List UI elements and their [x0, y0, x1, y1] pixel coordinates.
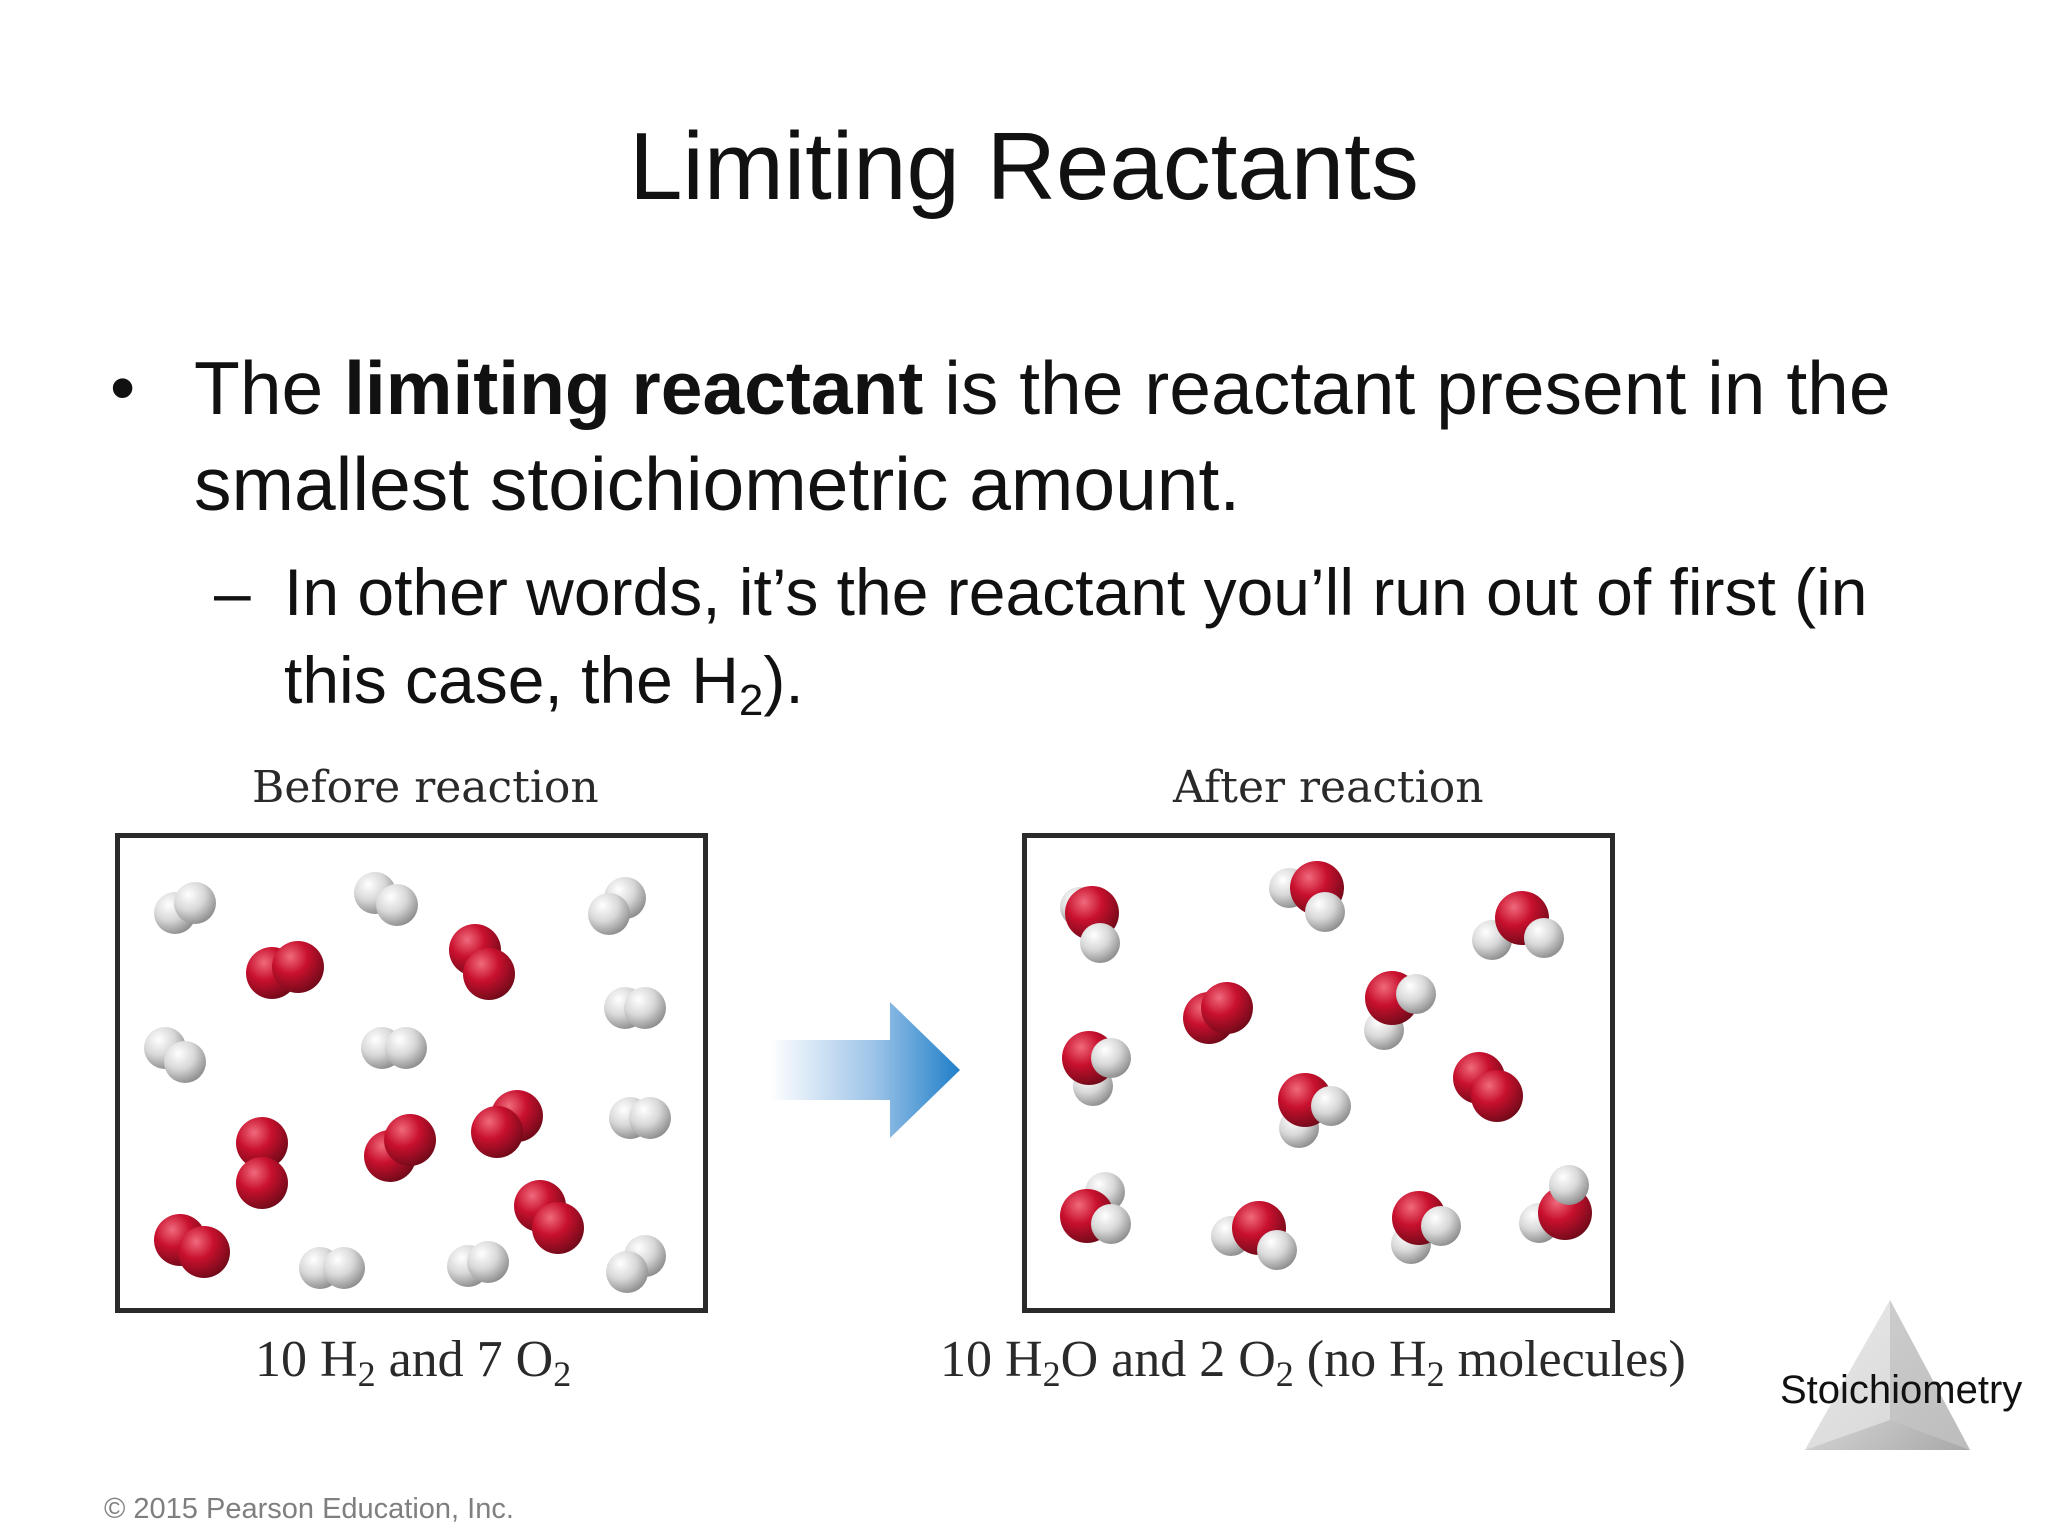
hydrogen-molecule-atom	[323, 1247, 365, 1289]
bullet-prefix: The	[194, 346, 345, 430]
before-molecules	[144, 872, 671, 1293]
bullet-bold-term: limiting reactant	[344, 346, 924, 430]
reaction-arrow-icon	[770, 1002, 960, 1138]
after-formula-part4: molecules)	[1444, 1331, 1686, 1388]
main-bullet-text: The limiting reactant is the reactant pr…	[194, 340, 1994, 532]
water-hydrogen-atom	[1311, 1086, 1351, 1126]
before-formula-part2: and 7 O	[375, 1331, 554, 1388]
after-reaction-box	[1022, 833, 1615, 1313]
water-hydrogen-atom	[1524, 918, 1564, 958]
water-hydrogen-atom	[1396, 974, 1436, 1014]
before-reaction-label: Before reaction	[252, 762, 599, 813]
before-formula-sub2: 2	[553, 1354, 572, 1394]
sub-bullet-subscript: 2	[738, 676, 764, 725]
before-reaction-box	[115, 833, 708, 1313]
after-formula-sub2: 2	[1275, 1354, 1294, 1394]
sub-bullet-end: ).	[763, 643, 804, 717]
oxygen-molecule-atom	[463, 948, 515, 1000]
after-formula-sub1: 2	[1042, 1354, 1061, 1394]
hydrogen-molecule-atom	[385, 1027, 427, 1069]
hydrogen-molecule-atom	[588, 893, 630, 935]
hydrogen-molecule-atom	[606, 1251, 648, 1293]
oxygen-molecule-atom	[178, 1226, 230, 1278]
oxygen-molecule-atom	[471, 1106, 523, 1158]
before-formula: 10 H2 and 7 O2	[255, 1330, 571, 1392]
oxygen-molecule-atom	[236, 1157, 288, 1209]
after-formula-part3: (no H	[1293, 1331, 1427, 1388]
after-molecules	[1060, 861, 1592, 1270]
oxygen-molecule-atom	[236, 1117, 288, 1169]
bullet-suffix: is the reactant present in the smallest …	[194, 346, 1891, 526]
oxygen-molecule-atom	[272, 941, 324, 993]
water-hydrogen-atom	[1091, 1038, 1131, 1078]
water-hydrogen-atom	[1421, 1206, 1461, 1246]
after-formula-part2: O and 2 O	[1060, 1331, 1276, 1388]
sub-bullet-text: In other words, it’s the reactant you’ll…	[284, 548, 1984, 724]
water-hydrogen-atom	[1305, 892, 1345, 932]
hydrogen-molecule-atom	[467, 1241, 509, 1283]
water-hydrogen-atom	[1257, 1230, 1297, 1270]
hydrogen-molecule-atom	[376, 884, 418, 926]
hydrogen-molecule-atom	[629, 1097, 671, 1139]
before-formula-part1: 10 H	[255, 1331, 358, 1388]
water-hydrogen-atom	[1549, 1165, 1589, 1205]
before-formula-sub1: 2	[357, 1354, 376, 1394]
after-formula-part1: 10 H	[940, 1331, 1043, 1388]
bullet-dot-icon: •	[110, 348, 136, 428]
sub-bullet-main: In other words, it’s the reactant you’ll…	[284, 555, 1868, 717]
oxygen-molecule-atom	[384, 1114, 436, 1166]
after-formula: 10 H2O and 2 O2 (no H2 molecules)	[940, 1330, 1686, 1392]
after-formula-sub3: 2	[1426, 1354, 1445, 1394]
sub-bullet-dash: –	[214, 555, 251, 629]
water-hydrogen-atom	[1091, 1204, 1131, 1244]
hydrogen-molecule-atom	[624, 987, 666, 1029]
hydrogen-molecule-atom	[174, 882, 216, 924]
hydrogen-molecule-atom	[164, 1041, 206, 1083]
oxygen-molecule-atom	[1201, 982, 1253, 1034]
topic-label: Stoichiometry	[1780, 1368, 2023, 1412]
copyright-text: © 2015 Pearson Education, Inc.	[104, 1493, 514, 1525]
oxygen-molecule-atom	[1471, 1070, 1523, 1122]
after-reaction-label: After reaction	[1173, 762, 1484, 813]
stoichiometry-triangle-icon	[1805, 1300, 1970, 1450]
slide-title: Limiting Reactants	[629, 113, 1419, 220]
water-hydrogen-atom	[1080, 923, 1120, 963]
oxygen-molecule-atom	[532, 1202, 584, 1254]
